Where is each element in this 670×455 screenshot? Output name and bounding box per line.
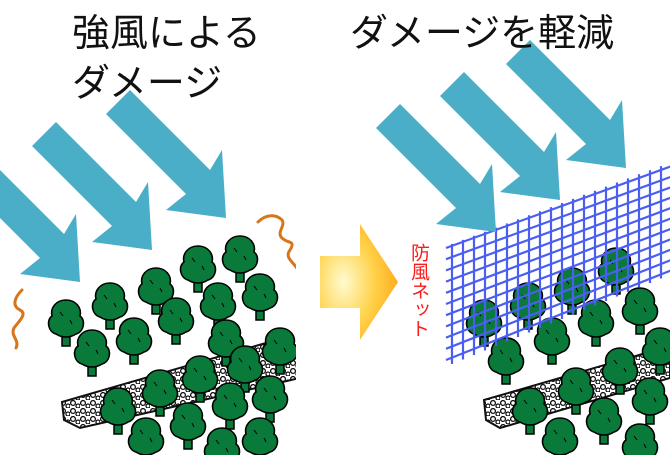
windbreak-net-icon — [445, 165, 670, 364]
transition-arrow-icon — [320, 224, 398, 340]
right-caption: ダメージを軽減 — [350, 11, 615, 55]
left-caption: 強風による ダメージ — [72, 8, 261, 108]
stress-squiggle-icon — [256, 214, 296, 270]
windbreak-net-label: 防風ネット — [408, 243, 430, 338]
stress-squiggle-icon — [11, 288, 25, 350]
wind-arrow-icon — [376, 40, 626, 232]
left-caption-line1: 強風による — [72, 11, 261, 55]
right-scene — [445, 165, 670, 455]
left-scene — [0, 90, 296, 455]
left-caption-line2: ダメージ — [72, 61, 223, 105]
